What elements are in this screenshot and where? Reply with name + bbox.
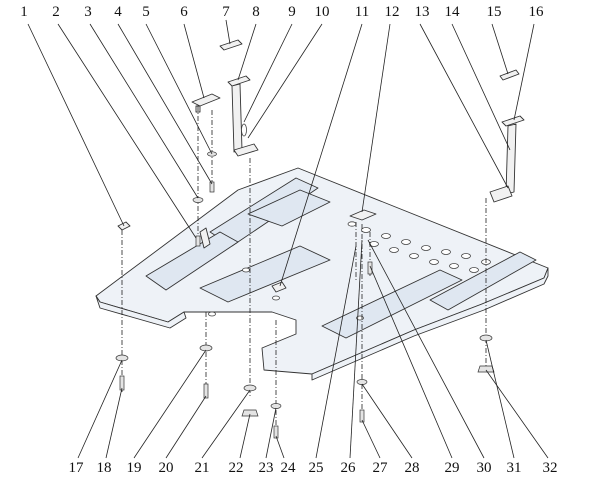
callout-15: 15 [487, 4, 502, 20]
assembly-axes [121, 106, 487, 440]
left-bracket [191, 93, 221, 113]
clamp-11 [271, 281, 287, 293]
centre-bracket [227, 75, 259, 157]
bolt-5 [209, 181, 215, 193]
bracket-strip-15 [499, 69, 520, 81]
nut-22 [241, 409, 259, 417]
callout-5: 5 [142, 4, 150, 20]
callouts-bottom: 17 18 19 20 21 22 23 24 25 26 27 28 29 3… [69, 460, 558, 476]
washer-21 [243, 384, 257, 392]
callout-25: 25 [309, 460, 324, 476]
callouts-top: 1 2 3 4 5 6 7 8 9 10 11 12 13 14 15 16 [20, 4, 544, 20]
washer-28 [356, 379, 368, 385]
callout-22: 22 [229, 460, 244, 476]
callout-27: 27 [373, 460, 389, 476]
callout-10: 10 [315, 4, 330, 20]
leader-lines [27, 19, 549, 459]
callout-24: 24 [281, 460, 297, 476]
callout-21: 21 [195, 460, 210, 476]
nut-32 [477, 365, 495, 373]
callout-3: 3 [84, 4, 92, 20]
right-rib [321, 269, 463, 339]
callout-19: 19 [127, 460, 142, 476]
callout-16: 16 [529, 4, 545, 20]
bolt-18 [119, 375, 125, 391]
bolt-20 [203, 383, 209, 399]
centre-small-bracket [349, 209, 377, 221]
washer-23 [270, 403, 282, 409]
callout-32: 32 [543, 460, 558, 476]
callout-4: 4 [114, 4, 122, 20]
bolt-2 [195, 235, 201, 247]
callout-23: 23 [259, 460, 274, 476]
right-rib-2 [429, 251, 537, 311]
bolt-29 [367, 261, 373, 275]
washer-3 [192, 197, 204, 203]
centre-recess [247, 189, 331, 227]
callout-30: 30 [477, 460, 492, 476]
callout-17: 17 [69, 460, 85, 476]
centre-ridge [199, 245, 331, 303]
callout-14: 14 [445, 4, 461, 20]
callout-8: 8 [252, 4, 260, 20]
right-bracket [489, 115, 525, 203]
callout-11: 11 [355, 4, 369, 20]
plate-edge [95, 295, 187, 329]
bolt-24 [273, 425, 279, 439]
callout-28: 28 [405, 460, 420, 476]
callout-26: 26 [341, 460, 357, 476]
callout-20: 20 [159, 460, 174, 476]
callout-18: 18 [97, 460, 112, 476]
callout-7: 7 [222, 4, 230, 20]
washer-17 [115, 354, 129, 362]
bolt-27 [359, 409, 365, 423]
callout-13: 13 [415, 4, 430, 20]
vent-holes [208, 221, 491, 321]
callout-1: 1 [20, 4, 28, 20]
plate-edge-right [311, 267, 549, 381]
left-rib-2 [145, 231, 239, 291]
callout-2: 2 [52, 4, 60, 20]
callout-29: 29 [445, 460, 460, 476]
callout-6: 6 [180, 4, 188, 20]
callout-9: 9 [288, 4, 296, 20]
bracket-strip-7 [219, 39, 243, 51]
callout-12: 12 [385, 4, 400, 20]
callout-31: 31 [507, 460, 522, 476]
protection-plate [95, 167, 549, 381]
washer-19 [199, 344, 213, 352]
